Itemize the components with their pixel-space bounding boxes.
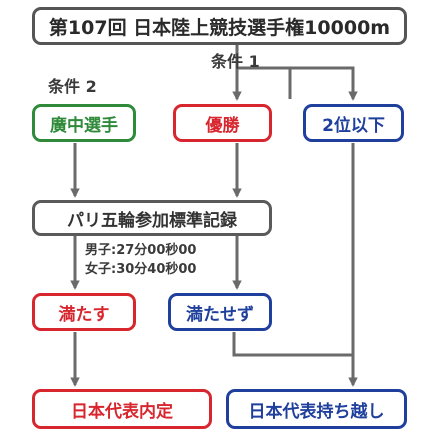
edge-branch-split <box>237 66 292 99</box>
champion-box: 優勝 <box>173 104 272 142</box>
condition1-label: 条件 1 <box>211 52 260 71</box>
condition2-label: 条件 2 <box>48 77 97 96</box>
standard-women-label: 女子:30分40秒00 <box>85 262 197 277</box>
title-box: 第107回 日本陸上競技選手権10000m <box>32 7 407 45</box>
standard-men-label: 男子:27分00秒00 <box>85 243 197 258</box>
met-box: 満たす <box>32 293 136 331</box>
not-met-box: 満たせず <box>168 293 272 331</box>
second-or-lower-box: 2位以下 <box>303 104 404 142</box>
edge-title-to-second <box>235 45 358 101</box>
edge-notmet-to-deferred <box>232 332 353 357</box>
deferred-box: 日本代表持ち越し <box>226 389 407 429</box>
player-hironaka-box: 廣中選手 <box>32 104 136 142</box>
paris-standard-box: パリ五輪参加標準記録 <box>32 200 272 236</box>
selected-box: 日本代表内定 <box>32 389 212 429</box>
